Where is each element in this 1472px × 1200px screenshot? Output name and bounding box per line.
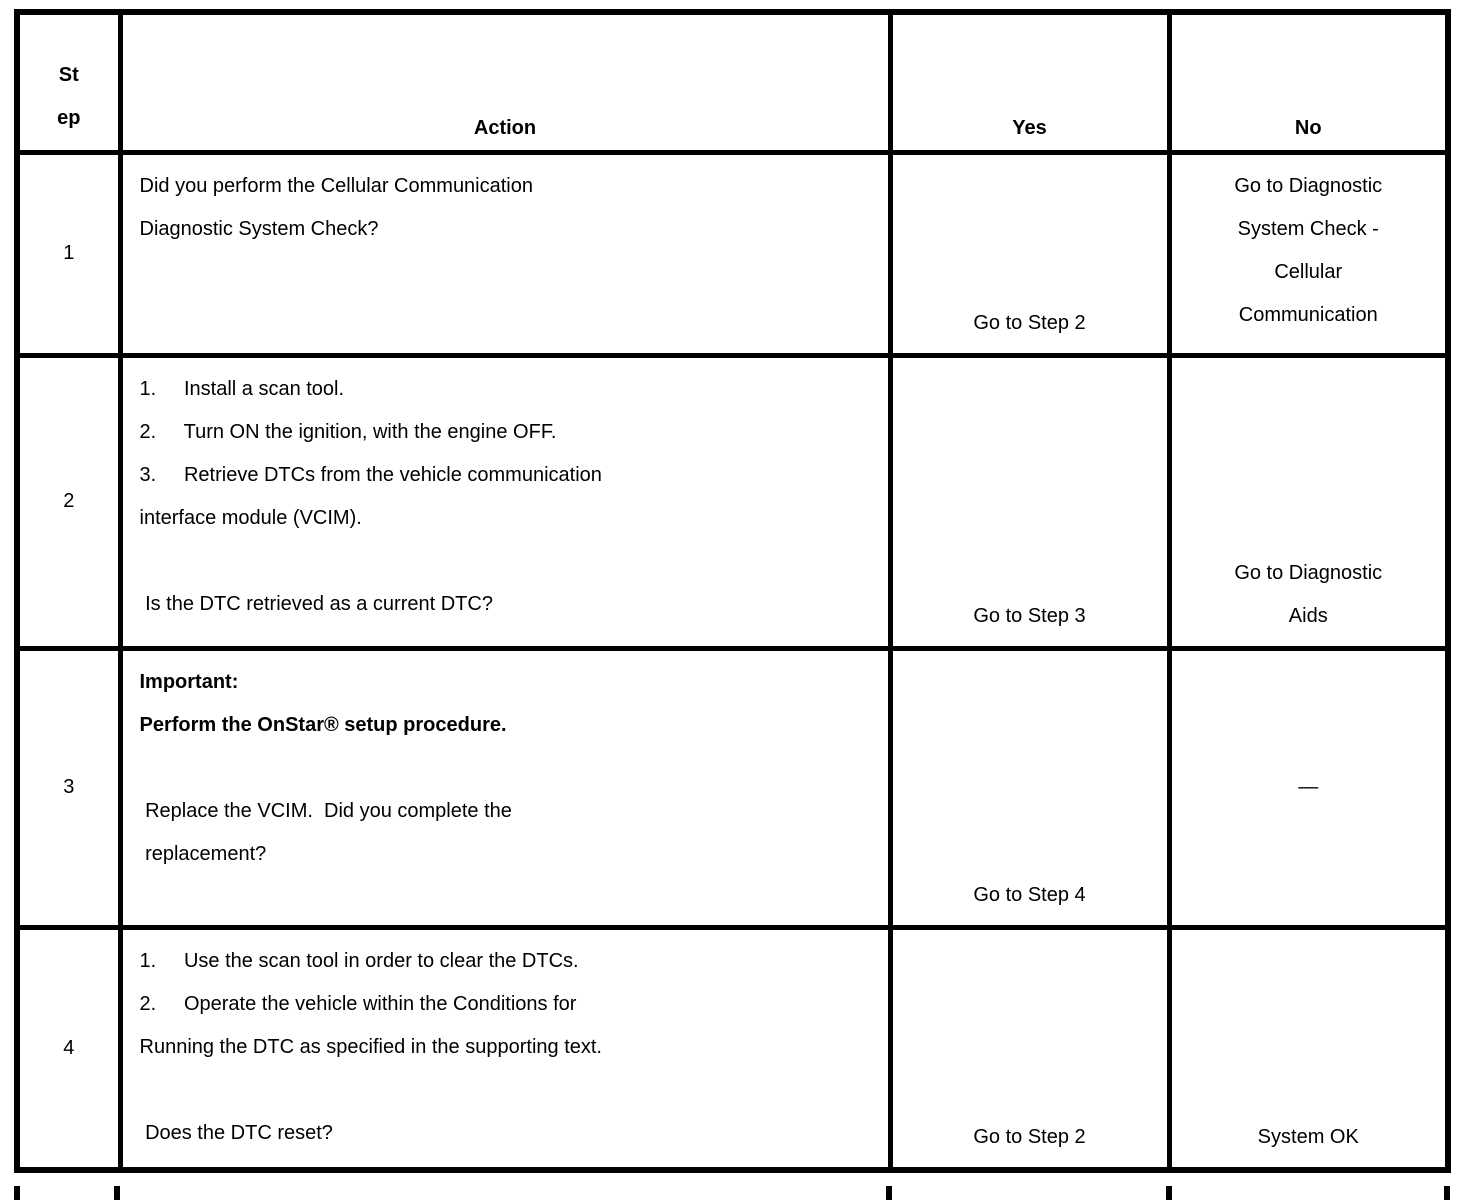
yes-cell: Go to Step 2 [887,149,1172,358]
table-row: 4 1. Use the scan tool in order to clear… [14,924,1451,1173]
yes-line: Go to Step 2 [973,311,1086,334]
action-cell: Important: Perform the OnStar® setup proc… [117,645,893,930]
no-line: System Check - [1237,217,1379,240]
action-line: replacement? [139,842,267,865]
header-action: Action [117,9,893,155]
action-spacer [140,747,872,790]
action-line: 2. Turn ON the ignition, with the engine… [139,420,557,443]
yes-cell: Go to Step 2 [887,924,1172,1173]
diagnostic-table: St ep Action Yes No 1 Did you perform th… [14,9,1451,1173]
column-border-stub [114,1186,120,1200]
action-line: 2. Operate the vehicle within the Condit… [139,992,577,1015]
no-line: Go to Diagnostic [1234,174,1383,197]
action-line: Did you perform the Cellular Communicati… [139,174,534,197]
action-spacer [140,540,872,583]
action-cell: 1. Install a scan tool. 2. Turn ON the ig… [117,352,893,651]
step-cell: 3 [14,645,123,930]
no-line: Aids [1288,604,1328,627]
no-line: Cellular [1274,260,1343,283]
table-row: 1 Did you perform the Cellular Communica… [14,149,1451,358]
yes-line: Go to Step 2 [973,1126,1086,1148]
column-border-stub [1166,1186,1172,1200]
yes-line: Go to Step 3 [973,604,1086,627]
step-cell: 4 [14,924,123,1173]
header-row: St ep Action Yes No [14,9,1451,155]
action-cell: Did you perform the Cellular Communicati… [117,149,893,358]
action-line: Important: [139,670,239,693]
header-no: No [1166,9,1451,155]
no-line: — [1298,776,1319,798]
header-step-line: St [58,63,79,86]
no-cell: — [1166,645,1451,930]
header-step-line: ep [57,106,81,129]
table-row: 2 1. Install a scan tool. 2. Turn ON the … [14,352,1451,651]
no-line: System OK [1257,1126,1359,1148]
action-line: Perform the OnStar® setup procedure. [139,713,507,736]
action-line: 1. Install a scan tool. [139,377,345,400]
action-line: Replace the VCIM. Did you complete the [139,799,512,822]
step-cell: 2 [14,352,123,651]
no-cell: System OK [1166,924,1451,1173]
column-border-stub [1444,1186,1450,1200]
action-spacer [140,1069,872,1112]
action-line: Does the DTC reset? [139,1121,333,1144]
action-line: Diagnostic System Check? [139,217,379,240]
yes-line: Go to Step 4 [973,883,1086,906]
diagnostic-table-wrap: St ep Action Yes No 1 Did you perform th… [14,9,1451,1173]
step-cell: 1 [14,149,123,358]
column-border-stub [14,1186,20,1200]
header-step: St ep [14,9,123,155]
yes-cell: Go to Step 3 [887,352,1172,651]
action-line: 3. Retrieve DTCs from the vehicle commun… [139,463,602,486]
table-body: 1 Did you perform the Cellular Communica… [14,149,1451,1173]
column-border-stub [886,1186,892,1200]
no-line: Go to Diagnostic [1234,561,1383,584]
action-line: Running the DTC as specified in the supp… [139,1035,602,1058]
no-line: Communication [1238,303,1378,326]
yes-cell: Go to Step 4 [887,645,1172,930]
action-line: 1. Use the scan tool in order to clear t… [139,949,579,972]
action-cell: 1. Use the scan tool in order to clear t… [117,924,893,1173]
action-line: Is the DTC retrieved as a current DTC? [139,592,493,615]
header-yes: Yes [887,9,1172,155]
table-row: 3 Important: Perform the OnStar® setup pr… [14,645,1451,930]
action-line: interface module (VCIM). [139,506,362,529]
